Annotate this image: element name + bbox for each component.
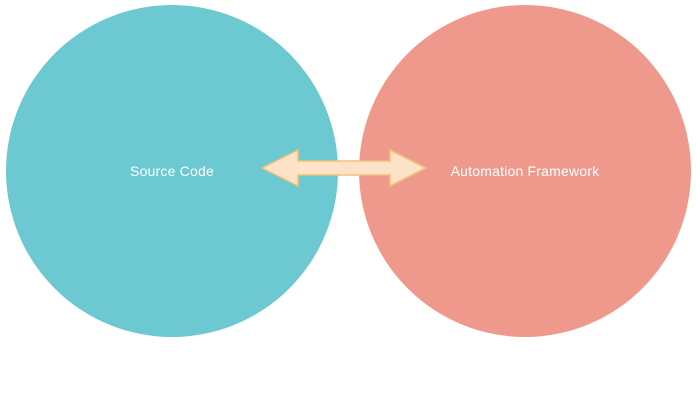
bidirectional-arrow-connector[interactable] bbox=[258, 144, 430, 192]
node-automation-framework-label: Automation Framework bbox=[450, 163, 600, 179]
double-headed-arrow-icon bbox=[260, 148, 428, 188]
double-headed-arrow-polygon bbox=[260, 148, 428, 188]
node-source-code-label: Source Code bbox=[130, 163, 214, 179]
